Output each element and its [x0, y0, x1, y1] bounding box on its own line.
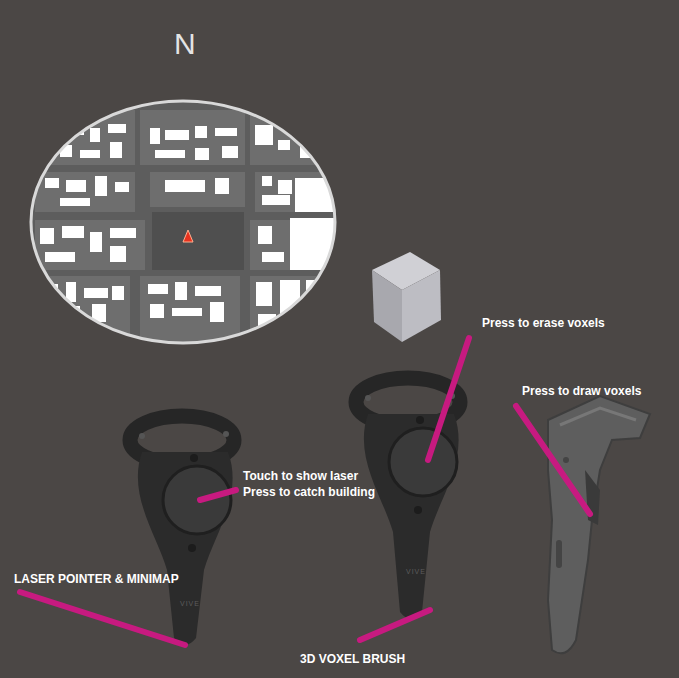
- drawing-circle: [139, 433, 145, 439]
- drawing-rect: [112, 286, 124, 300]
- vive-controller: [130, 416, 234, 645]
- drawing-rect: [215, 128, 237, 136]
- drawing-rect: [165, 130, 189, 140]
- callout-label: Press to draw voxels: [522, 384, 641, 398]
- logo-text: VIVE: [406, 568, 426, 576]
- plaza: [152, 212, 244, 270]
- callout-label: Touch to show laser: [243, 469, 358, 483]
- drawing-rect: [152, 212, 244, 270]
- drawing-rect: [210, 302, 224, 322]
- leader-line: [360, 610, 430, 640]
- drawing-rect: [172, 308, 202, 316]
- callout-label: Press to catch building: [243, 485, 375, 499]
- drawing-rect: [110, 228, 136, 238]
- drawing-rect: [95, 176, 107, 196]
- drawing-rect: [195, 148, 209, 160]
- drawing-rect: [66, 180, 86, 192]
- drawing-rect: [110, 246, 126, 262]
- drawing-rect: [45, 252, 75, 262]
- drawing-circle: [416, 416, 424, 424]
- drawing-rect: [150, 128, 160, 144]
- drawing-rect: [278, 180, 292, 194]
- position-marker: [183, 230, 193, 242]
- buildings: [40, 124, 338, 326]
- drawing-rect: [110, 142, 122, 158]
- drawing-rect: [35, 110, 135, 165]
- logo-text: VIVE: [180, 600, 200, 608]
- minimap: [31, 101, 340, 346]
- drawing-rect: [250, 276, 340, 346]
- part-name: 3D VOXEL BRUSH: [300, 652, 405, 666]
- drawing-path: [138, 452, 233, 645]
- drawing-circle: [223, 431, 229, 437]
- drawing-rect: [140, 276, 240, 346]
- drawing-circle: [389, 428, 457, 496]
- drawing-circle: [190, 454, 198, 462]
- drawing-path: [585, 470, 600, 525]
- drawing-path: [364, 414, 459, 619]
- drawing-rect: [40, 228, 54, 244]
- drawing-rect: [80, 150, 100, 158]
- leader-line: [428, 338, 469, 460]
- drawing-rect: [278, 140, 290, 150]
- drawing-rect: [222, 146, 238, 158]
- drawing-rect: [60, 198, 90, 206]
- drawing-rect: [215, 178, 229, 194]
- drawing-rect: [155, 150, 185, 158]
- part-name: LASER POINTER & MINIMAP: [14, 572, 179, 586]
- drawing-rect: [195, 286, 221, 296]
- drawing-circle: [188, 544, 196, 552]
- drawing-rect: [62, 226, 84, 238]
- cube: [372, 252, 441, 342]
- drawing-rect: [90, 232, 102, 252]
- drawing-rect: [115, 182, 129, 192]
- drawing-rect: [45, 178, 59, 188]
- drawing-path: [548, 396, 650, 653]
- drawing-rect: [195, 126, 207, 138]
- drawing-rect: [262, 252, 284, 262]
- drawing-polygon: [372, 270, 402, 342]
- drawing-rect: [165, 180, 205, 192]
- drawing-rect: [255, 125, 273, 145]
- drawing-rect: [290, 218, 338, 270]
- leader-line: [516, 406, 590, 514]
- drawing-rect: [150, 304, 164, 318]
- leader-line: [20, 592, 185, 645]
- drawing-rect: [90, 128, 100, 142]
- drawing-rect: [108, 124, 126, 133]
- side-controller: [548, 396, 650, 653]
- drawing-rect: [84, 288, 108, 298]
- drawing-rect: [35, 172, 135, 212]
- callout-label: Press to erase voxels: [482, 316, 605, 330]
- drawing-circle: [365, 395, 371, 401]
- drawing-rect: [148, 284, 168, 294]
- drawing-circle: [414, 506, 422, 514]
- drawing-rect: [556, 540, 562, 568]
- compass-north: N: [174, 28, 196, 60]
- drawing-rect: [35, 220, 145, 270]
- leader-lines: [20, 338, 590, 645]
- minimap-rim: [31, 101, 335, 343]
- drawing-rect: [258, 226, 272, 244]
- drawing-path: [560, 408, 636, 425]
- drawing-rect: [262, 195, 290, 205]
- drawing-rect: [262, 176, 272, 186]
- drawing-rect: [256, 282, 272, 306]
- drawing-rect: [140, 110, 245, 165]
- drawing-rect: [150, 172, 245, 207]
- drawing-circle: [563, 457, 569, 463]
- drawing-polygon: [402, 270, 441, 342]
- drawing-rect: [255, 172, 340, 212]
- drawing-rect: [295, 178, 335, 212]
- leader-line: [200, 490, 236, 500]
- drawing-rect: [175, 282, 187, 300]
